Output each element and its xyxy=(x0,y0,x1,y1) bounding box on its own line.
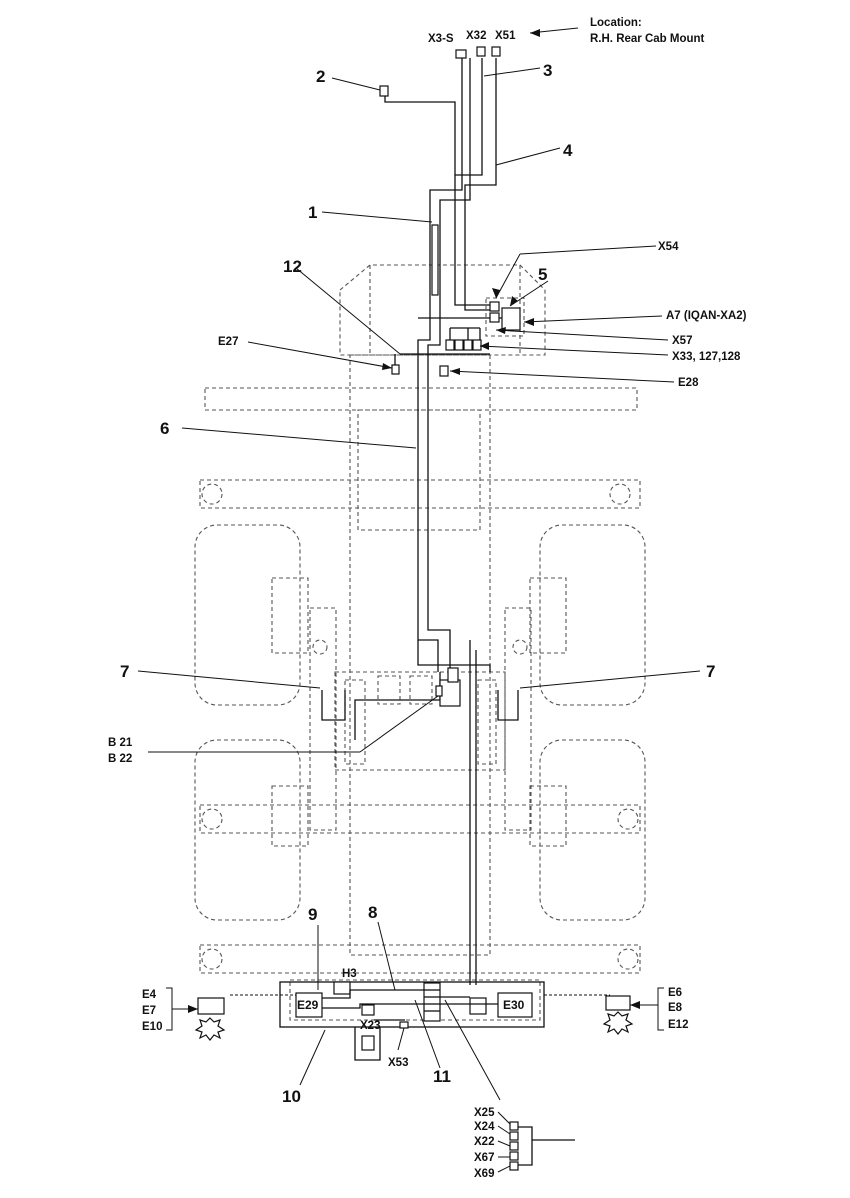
conn-x67: X67 xyxy=(474,1152,494,1164)
light-e10: E10 xyxy=(142,1021,162,1033)
callout-8: 8 xyxy=(368,903,377,922)
conn-x22: X22 xyxy=(474,1136,494,1148)
connector-x3-s: X3-S xyxy=(428,33,454,45)
light-e7: E7 xyxy=(142,1005,156,1017)
label-b22: B 22 xyxy=(108,753,132,765)
label-x33: X33, 127,128 xyxy=(672,351,741,363)
label-x53: X53 xyxy=(388,1057,408,1069)
chassis-outline xyxy=(194,264,646,1021)
arrowheads xyxy=(188,29,640,1013)
text-labels: Location: R.H. Rear Cab Mount X3-S X32 X… xyxy=(108,17,747,1180)
callout-9: 9 xyxy=(308,905,317,924)
conn-x69: X69 xyxy=(474,1168,494,1180)
light-e12: E12 xyxy=(668,1019,688,1031)
light-e8: E8 xyxy=(668,1002,683,1014)
label-x54: X54 xyxy=(658,241,679,253)
callout-7-right: 7 xyxy=(706,662,715,681)
label-x57: X57 xyxy=(672,335,692,347)
callout-7-left: 7 xyxy=(120,662,129,681)
callout-2: 2 xyxy=(316,67,325,86)
light-e4: E4 xyxy=(142,989,157,1001)
connector-x51: X51 xyxy=(495,30,516,42)
location-value: R.H. Rear Cab Mount xyxy=(590,33,705,45)
main-harness xyxy=(194,46,634,1171)
conn-x24: X24 xyxy=(474,1121,495,1133)
label-e30: E30 xyxy=(503,998,525,1012)
label-e28: E28 xyxy=(678,377,699,389)
callout-11: 11 xyxy=(433,1067,451,1086)
label-h3: H3 xyxy=(342,968,357,980)
callout-3: 3 xyxy=(543,61,552,80)
callout-10: 10 xyxy=(282,1087,301,1106)
callout-5: 5 xyxy=(538,265,547,284)
label-a7: A7 (IQAN-XA2) xyxy=(666,310,747,322)
connector-x32: X32 xyxy=(466,30,486,42)
label-b21: B 21 xyxy=(108,737,133,749)
callout-1: 1 xyxy=(308,203,317,222)
callout-6: 6 xyxy=(160,419,169,438)
light-e6: E6 xyxy=(668,987,682,999)
callout-4: 4 xyxy=(563,141,573,160)
label-x23: X23 xyxy=(360,1020,380,1032)
label-e27: E27 xyxy=(218,336,238,348)
label-e29: E29 xyxy=(297,998,319,1012)
callout-12: 12 xyxy=(283,257,302,276)
conn-x25: X25 xyxy=(474,1107,495,1119)
location-title: Location: xyxy=(590,17,642,29)
